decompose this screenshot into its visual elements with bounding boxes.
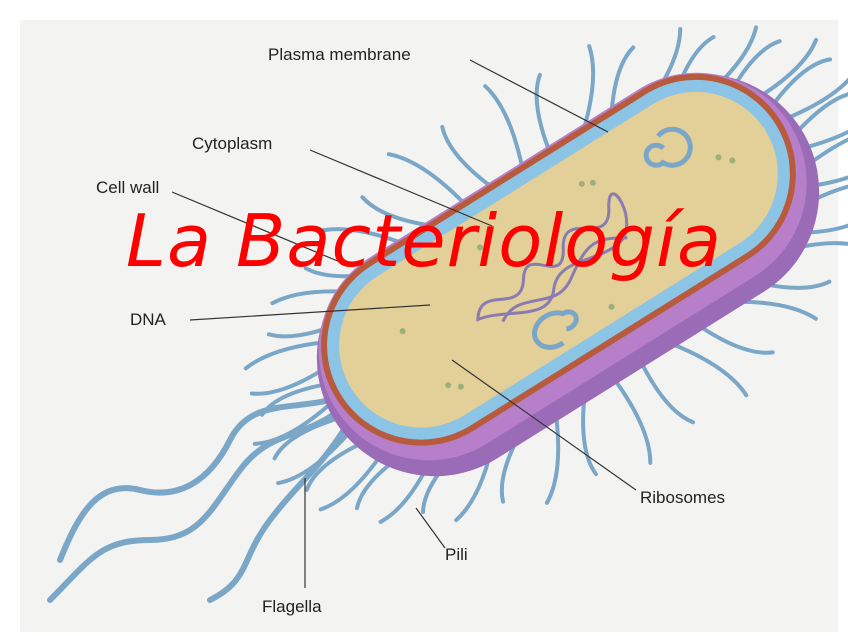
pilus	[794, 92, 848, 134]
pilus	[665, 340, 749, 398]
flagellum	[57, 397, 333, 563]
label-dna: DNA	[130, 310, 167, 329]
ribosomes	[399, 154, 736, 390]
leader-pili	[415, 507, 446, 549]
leader-dna	[189, 304, 431, 321]
leader-cell-wall	[171, 191, 341, 263]
pilus	[801, 129, 848, 150]
flagella-group	[47, 397, 353, 603]
pilus	[767, 57, 833, 111]
flagellum	[207, 417, 353, 603]
pilus	[610, 374, 653, 465]
pilus	[803, 137, 848, 169]
pilus	[783, 77, 848, 121]
leader-cytoplasm	[309, 149, 493, 227]
pilus	[637, 357, 696, 425]
label-flagella: Flagella	[262, 597, 322, 616]
pilus	[534, 72, 554, 159]
cell-body	[316, 72, 820, 477]
leader-plasma-membrane	[469, 59, 609, 133]
leader-ribosomes	[451, 359, 637, 491]
pilus	[544, 408, 561, 505]
dna	[476, 192, 629, 323]
pilus	[386, 152, 471, 210]
pilus	[440, 125, 499, 193]
label-cytoplasm: Cytoplasm	[192, 134, 272, 153]
plasmids	[532, 126, 693, 350]
flagellum	[47, 407, 343, 603]
leader-lines	[171, 59, 637, 588]
pilus	[483, 84, 526, 176]
cytoplasm	[339, 91, 778, 428]
label-plasma-membrane: Plasma membrane	[268, 45, 411, 64]
title-overlay: La Bacteriología	[125, 199, 723, 283]
label-ribosomes: Ribosomes	[640, 488, 725, 507]
label-cell-wall: Cell wall	[96, 178, 159, 197]
pilus	[272, 416, 342, 461]
pilus	[693, 321, 775, 355]
pilus	[581, 391, 598, 477]
label-pili: Pili	[445, 545, 468, 564]
